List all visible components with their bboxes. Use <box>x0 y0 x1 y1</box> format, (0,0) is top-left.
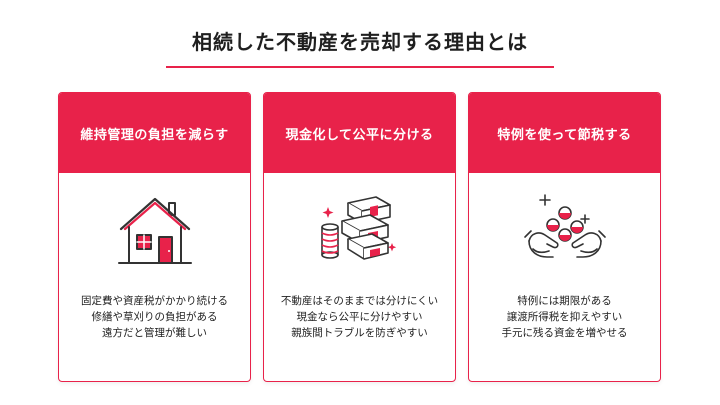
card-header: 特例を使って節税する <box>469 93 660 173</box>
card-header: 維持管理の負担を減らす <box>59 93 250 173</box>
money-stacks-icon <box>264 187 455 271</box>
page-title: 相続した不動産を売却する理由とは <box>192 30 528 54</box>
card-line: 譲渡所得税を抑えやすい <box>506 311 623 323</box>
house-icon <box>59 187 250 271</box>
title-underline <box>166 66 554 68</box>
hands-coins-icon <box>469 187 660 271</box>
card-line: 現金なら公平に分けやすい <box>296 311 423 323</box>
card-line: 修繕や草刈りの負担がある <box>91 311 218 323</box>
card-body: 固定費や資産税がかかり続ける 修繕や草刈りの負担がある 遠方だと管理が難しい <box>59 293 250 341</box>
card-line: 親族間トラブルを防ぎやすい <box>291 327 428 339</box>
reason-card-tax: 特例を使って節税する 特例には期 <box>468 92 661 382</box>
card-line: 特例には期限がある <box>517 295 612 307</box>
card-body: 特例には期限がある 譲渡所得税を抑えやすい 手元に残る資金を増やせる <box>469 293 660 341</box>
card-line: 手元に残る資金を増やせる <box>501 327 628 339</box>
card-line: 遠方だと管理が難しい <box>102 327 207 339</box>
reason-card-maintenance: 維持管理の負担を減らす 固定費や資産税がかかり続ける 修繕や草刈りの負担がある … <box>58 92 251 382</box>
card-body: 不動産はそのままでは分けにくい 現金なら公平に分けやすい 親族間トラブルを防ぎや… <box>264 293 455 341</box>
card-line: 不動産はそのままでは分けにくい <box>280 295 439 307</box>
card-line: 固定費や資産税がかかり続ける <box>81 295 228 307</box>
reason-card-cash: 現金化して公平に分ける 不動産は <box>263 92 456 382</box>
card-header: 現金化して公平に分ける <box>264 93 455 173</box>
